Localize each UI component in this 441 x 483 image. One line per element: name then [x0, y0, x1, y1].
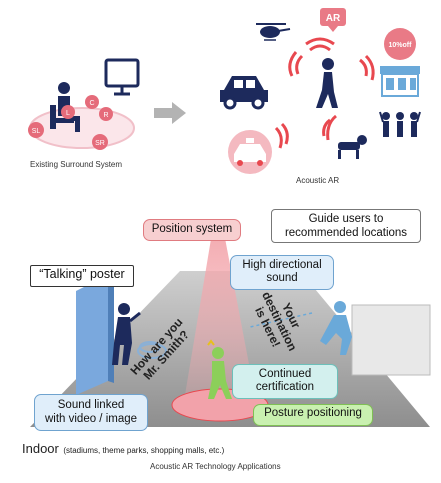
- guide-users-label: Guide users to recommended locations: [271, 209, 421, 243]
- high-directional-line1: High directional: [242, 259, 322, 271]
- indoor-label-row: Indoor (stadiums, theme parks, shopping …: [22, 440, 224, 458]
- crowd-icon: [379, 111, 421, 137]
- svg-text:AR: AR: [326, 13, 341, 24]
- tv-icon: [104, 58, 140, 96]
- taxi-icon: [228, 130, 272, 174]
- car-icon: [220, 76, 268, 110]
- figure-caption: Acoustic AR Technology Applications: [150, 462, 281, 471]
- acoustic-ar-caption: Acoustic AR: [296, 176, 340, 185]
- speech-ring-icon: [137, 341, 167, 359]
- acoustic-ar-illustration: AR 10%off: [220, 8, 421, 174]
- wall-right: [351, 304, 431, 376]
- sound-linked-line1: Sound linked: [57, 399, 125, 411]
- dog-icon: [338, 135, 367, 159]
- walking-person-icon: [316, 58, 338, 108]
- indoor-sublabel: (stadiums, theme parks, shopping malls, …: [63, 446, 225, 455]
- surround-system-illustration: SL L C R SR: [28, 58, 140, 150]
- posture-positioning-label: Posture positioning: [253, 404, 373, 426]
- speaker-label: C: [89, 100, 94, 107]
- position-beam: [184, 233, 256, 401]
- poster-panel: [76, 275, 108, 395]
- high-directional-sound-label: High directional sound: [230, 255, 334, 290]
- speaker-label: SR: [95, 140, 105, 147]
- guide-users-line2: recommended locations: [284, 227, 408, 239]
- sound-wave-icon: [274, 37, 375, 149]
- guide-dashed-path: [249, 312, 313, 328]
- surround-floor-ring: [29, 107, 135, 149]
- speaker-dots: [28, 95, 113, 150]
- guide-users-line1: Guide users to: [308, 213, 384, 225]
- speaker-label: L: [66, 110, 70, 117]
- ar-pin-icon: AR: [320, 8, 346, 32]
- walking-person-green-icon: [207, 339, 232, 399]
- continued-line1: Continued: [258, 368, 312, 380]
- helicopter-icon: [256, 23, 291, 41]
- shop-icon: [380, 28, 420, 97]
- seated-person-icon: [50, 82, 80, 132]
- position-system-label: Position system: [143, 219, 241, 241]
- speaker-label: SL: [32, 128, 41, 135]
- sale-sign-text: 10%off: [389, 42, 413, 49]
- continued-certification-label: Continued certification: [232, 364, 338, 399]
- speaker-label: R: [103, 112, 108, 119]
- surround-caption: Existing Surround System: [30, 160, 123, 169]
- high-directional-line2: sound: [266, 272, 298, 284]
- continued-line2: certification: [255, 381, 315, 393]
- sound-linked-line2: with video / image: [44, 413, 138, 425]
- sound-linked-label: Sound linked with video / image: [34, 394, 148, 431]
- indoor-label: Indoor: [22, 441, 59, 456]
- guide-person-icon: [320, 301, 352, 355]
- talking-poster-label: “Talking” poster: [30, 265, 134, 287]
- poster-man-icon: [112, 303, 141, 365]
- arrow-right-icon: [154, 102, 186, 124]
